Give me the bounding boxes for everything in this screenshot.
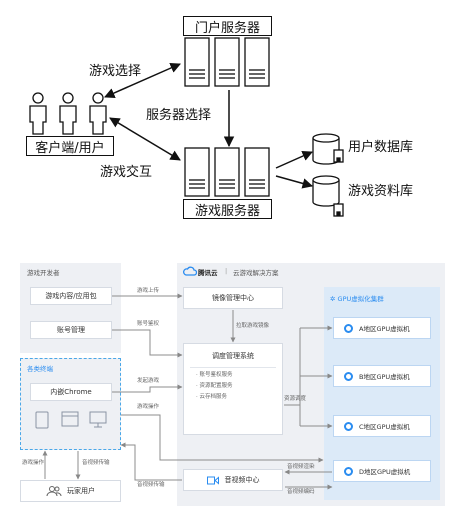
edge-label-player-av: 音视频传输 <box>82 460 110 466</box>
edge-game-operation <box>121 414 324 463</box>
edge-game-interact <box>109 117 181 161</box>
vm-icon <box>344 323 353 333</box>
edge-label-av-render: 音视频渲染 <box>287 464 315 470</box>
scheduler-box: 调度管理系统 · 账号鉴权服务 · 资源配置服务 · 云存档服务 <box>183 343 283 435</box>
gpu-vm-c: C地区GPU虚拟机 <box>333 415 431 437</box>
bottom-diagram: 游戏开发者 游戏内容/应用包 账号管理 各类终端 内嵌Chrome 玩家用户 腾… <box>0 255 463 521</box>
game-db-icon <box>312 175 344 217</box>
edge-label-av-transfer: 音视频传输 <box>137 482 165 488</box>
client-text: 客户端/用户 <box>35 140 105 156</box>
scheduler-item: · 账号鉴权服务 <box>196 372 233 378</box>
edge-label-account-auth: 账号鉴权 <box>137 321 160 327</box>
gpu-vm-a: A地区GPU虚拟机 <box>333 317 431 339</box>
terminals-panel <box>20 358 121 450</box>
game-db-label: 游戏资料库 <box>348 184 414 199</box>
portal-server-icon <box>184 37 270 87</box>
edge-label-resource-schedule: 资源调度 <box>284 396 307 402</box>
device-icons <box>35 411 107 429</box>
user-group-icon <box>46 486 62 497</box>
cloud-solution: 云游戏解决方案 <box>233 269 279 277</box>
scheduler-item: · 资源配置服务 <box>196 383 233 389</box>
gpu-cluster-title-text: GPU虚拟化集群 <box>337 295 384 303</box>
edge-label-server-select: 服务器选择 <box>146 108 212 123</box>
edge-label-game-interact: 游戏交互 <box>100 165 153 180</box>
gpu-vm-label: D地区GPU虚拟机 <box>359 468 411 476</box>
user-person-icon <box>29 92 107 135</box>
user-db-icon <box>312 133 344 165</box>
video-camera-icon <box>206 475 219 485</box>
portal-server-text: 门户服务器 <box>194 20 260 36</box>
snowflake-icon: ✲ <box>330 295 336 303</box>
client-label: 客户端/用户 <box>26 136 114 156</box>
vm-icon <box>344 371 353 381</box>
scheduler-title: 调度管理系统 <box>212 352 254 360</box>
image-center-box: 镜像管理中心 <box>183 287 283 309</box>
edge-to-user-db <box>275 151 313 169</box>
av-center-label: 音视频中心 <box>224 476 260 484</box>
vm-icon <box>344 466 353 476</box>
developer-title: 游戏开发者 <box>27 269 60 277</box>
cloud-brand: 腾讯云 <box>198 269 218 277</box>
gpu-vm-label: A地区GPU虚拟机 <box>359 325 410 333</box>
gpu-vm-b: B地区GPU虚拟机 <box>333 365 431 387</box>
bottom-diagram-connectors <box>42 293 333 490</box>
edge-label-game-upload: 游戏上传 <box>137 288 160 294</box>
player-label: 玩家用户 <box>67 487 95 495</box>
game-server-icon <box>184 147 270 197</box>
scheduler-list: · 账号鉴权服务 · 资源配置服务 · 云存档服务 <box>184 370 282 403</box>
edge-label-game-select: 游戏选择 <box>89 64 142 79</box>
gpu-cluster-title: ✲ GPU虚拟化集群 <box>330 293 384 303</box>
av-center-box: 音视频中心 <box>183 469 283 491</box>
gpu-vm-d: D地区GPU虚拟机 <box>333 460 431 482</box>
top-diagram-connectors <box>29 37 344 217</box>
game-server-text: 游戏服务器 <box>194 203 260 219</box>
gpu-vm-label: B地区GPU虚拟机 <box>359 373 410 381</box>
edge-label-start-game: 发起游戏 <box>137 378 160 384</box>
game-server-label: 游戏服务器 <box>183 199 272 219</box>
edge-resource-schedule <box>284 373 333 406</box>
cloud-separator: | <box>225 267 228 275</box>
tencent-cloud-logo-icon <box>183 266 197 276</box>
tablet-icon <box>35 411 49 429</box>
edge-to-game-db <box>275 175 314 189</box>
account-mgmt-box: 账号管理 <box>30 321 112 339</box>
edge-label-player-op: 游戏操作 <box>22 460 45 466</box>
chrome-box: 内嵌Chrome <box>30 383 112 401</box>
edge-label-game-operation: 游戏操作 <box>137 404 160 410</box>
edge-game-select <box>104 63 181 98</box>
scheduler-item: · 云存档服务 <box>196 394 227 400</box>
edge-account-auth <box>112 329 183 358</box>
vm-icon <box>344 421 353 431</box>
window-icon <box>61 411 79 427</box>
terminals-title: 各类终端 <box>27 365 53 373</box>
edge-label-pull-image: 拉取游戏镜像 <box>236 323 270 329</box>
edge-av-transfer <box>120 442 182 481</box>
scheduler-divider <box>190 367 276 368</box>
content-package-box: 游戏内容/应用包 <box>30 287 112 305</box>
player-box: 玩家用户 <box>20 480 121 502</box>
gpu-vm-label: C地区GPU虚拟机 <box>359 423 410 431</box>
top-diagram: 门户服务器 游戏服务器 客户端/用户 用户数据库 游戏资料库 游戏选择 服务器选… <box>0 0 463 232</box>
user-db-label: 用户数据库 <box>348 140 414 155</box>
edge-start-game <box>112 384 183 393</box>
portal-server-label: 门户服务器 <box>183 16 272 36</box>
edge-label-av-encode: 音视频编码 <box>287 489 315 495</box>
